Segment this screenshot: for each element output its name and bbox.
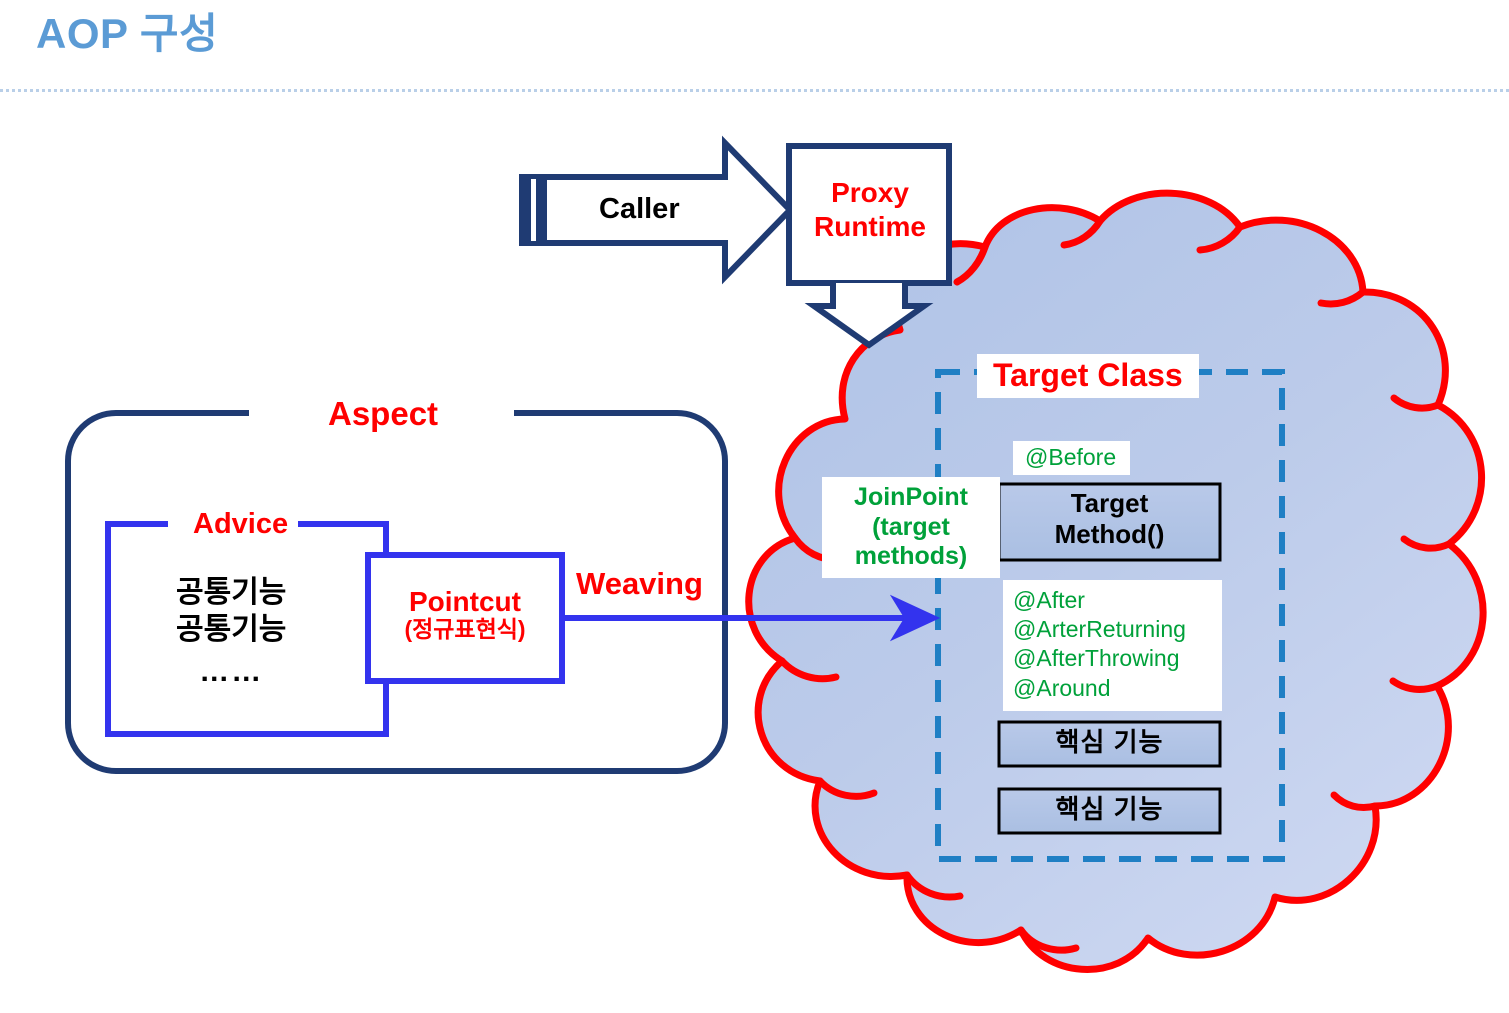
advice-label: Advice xyxy=(183,508,299,541)
proxy-runtime-label: Proxy Runtime xyxy=(806,176,934,244)
advice-items: 공통기능 공통기능 …… xyxy=(176,575,286,691)
advice-item-1: 공통기능 xyxy=(176,576,287,609)
annotation-item: @ArterReturning xyxy=(1013,616,1186,643)
target-method-line-1: Target xyxy=(1070,488,1149,518)
proxy-line-1: Proxy xyxy=(831,177,909,208)
joinpoint-line-1: JoinPoint xyxy=(854,483,968,511)
core-function-label-1: 핵심 기능 xyxy=(1055,727,1164,757)
advice-item-2: 공통기능 xyxy=(176,612,287,646)
target-class-label: Target Class xyxy=(977,354,1199,398)
page-title: AOP 구성 xyxy=(36,10,219,57)
pointcut-label: Pointcut (정규표현식) xyxy=(372,586,558,643)
pointcut-line-2: (정규표현식) xyxy=(404,616,526,643)
after-annotations-list: @After @ArterReturning @AfterThrowing @A… xyxy=(1003,580,1222,711)
target-method-line-2: Method() xyxy=(1054,519,1165,550)
proxy-line-2: Runtime xyxy=(814,211,926,243)
advice-ellipsis: …… xyxy=(199,655,264,689)
weaving-label: Weaving xyxy=(572,566,707,602)
joinpoint-line-2: (target xyxy=(872,512,950,541)
caller-label: Caller xyxy=(599,193,680,225)
aspect-label: Aspect xyxy=(316,395,451,433)
before-annotation-label: @Before xyxy=(1013,441,1131,475)
pointcut-line-1: Pointcut xyxy=(409,586,521,617)
annotation-item: @AfterThrowing xyxy=(1013,645,1180,672)
annotation-item: @Around xyxy=(1013,674,1111,701)
joinpoint-line-3: methods) xyxy=(854,542,968,570)
annotation-item: @After xyxy=(1013,587,1085,613)
title-divider xyxy=(0,89,1509,92)
core-function-label-2: 핵심 기능 xyxy=(1055,794,1164,824)
proxy-down-arrow xyxy=(804,283,934,349)
target-method-label: Target Method() xyxy=(1000,488,1219,550)
joinpoint-label: JoinPoint (target methods) xyxy=(822,477,1000,578)
